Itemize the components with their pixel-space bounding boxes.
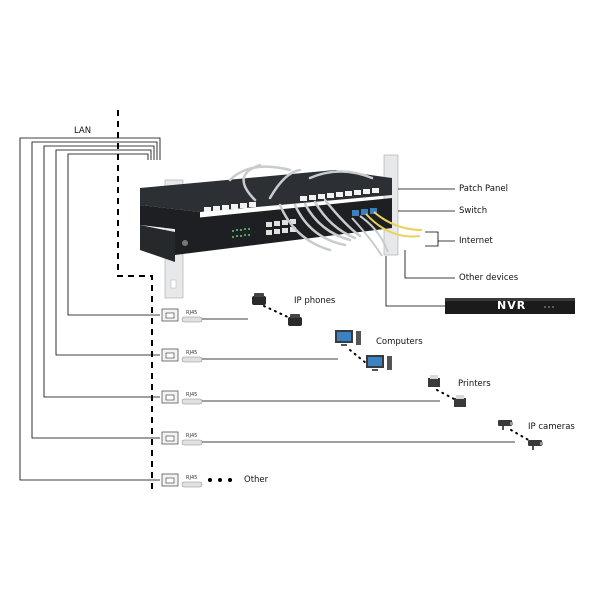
outlet-label-cameras: RJ45 <box>186 433 198 439</box>
outlet-label-computers: RJ45 <box>186 350 198 356</box>
nvr-label: NVR <box>497 299 527 312</box>
outlet-label-printers: RJ45 <box>186 392 198 398</box>
wall-outlet-phones <box>161 308 179 322</box>
switch-label: Switch <box>459 206 488 216</box>
patch-cords <box>228 163 374 252</box>
lan-label: LAN <box>74 126 92 136</box>
wall-outlet-computers <box>161 348 179 362</box>
internet-cables <box>365 211 423 238</box>
device-dotted-links <box>263 305 533 443</box>
ip-camera-icon <box>498 420 513 430</box>
patch-panel-ports <box>204 188 379 212</box>
internet-label: Internet <box>459 236 493 246</box>
computers-label: Computers <box>376 337 423 347</box>
wall-outlet-printers <box>161 390 179 404</box>
other-device-cables <box>351 215 389 257</box>
callout-lines <box>385 188 455 307</box>
network-switch <box>140 198 392 262</box>
ip-phone-icon <box>252 293 266 305</box>
outlet-label-other: RJ45 <box>186 475 198 481</box>
nvr-device <box>445 298 575 314</box>
computer-icon <box>366 355 392 371</box>
device-lines <box>202 318 515 443</box>
switch-status-leds <box>232 228 250 238</box>
outlet-label-phones: RJ45 <box>186 310 198 316</box>
printers-label: Printers <box>458 379 491 389</box>
computer-icon <box>335 330 361 346</box>
ip-cameras-label: IP cameras <box>528 422 575 432</box>
ip-camera-icon <box>528 440 543 450</box>
wall-outlet-cameras <box>161 431 179 445</box>
patch-panel-label: Patch Panel <box>459 184 508 194</box>
printer-icon <box>428 375 440 387</box>
wall-outlet-other <box>161 473 179 487</box>
other-dots <box>208 478 232 482</box>
ip-phones-label: IP phones <box>294 296 336 306</box>
switch-ports <box>266 219 296 235</box>
lan-cable-bundle <box>19 137 161 481</box>
printer-icon <box>454 395 466 407</box>
switch-uplink-ports <box>352 208 377 216</box>
cable-plugs <box>181 316 203 488</box>
other-label: Other <box>244 475 269 485</box>
wall-divider-line <box>117 110 153 492</box>
ip-phone-icon <box>288 314 302 326</box>
other-devices-label: Other devices <box>459 273 519 283</box>
